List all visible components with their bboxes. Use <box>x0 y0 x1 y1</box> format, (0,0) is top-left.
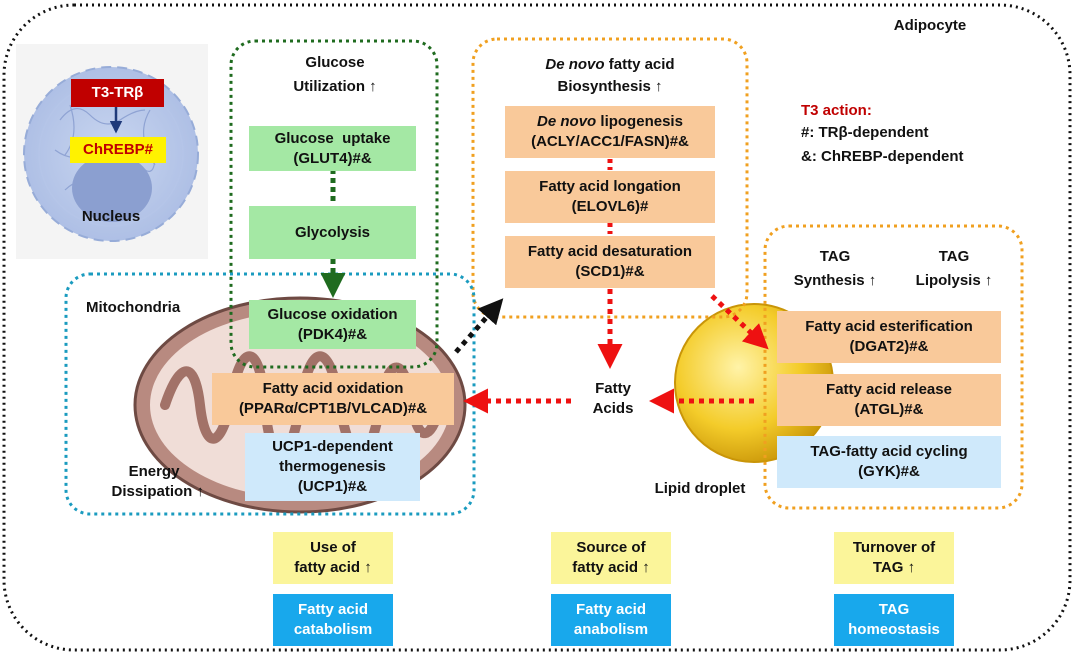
anabolism-line2: anabolism <box>573 621 649 638</box>
desaturation-line1: Fatty acid desaturation <box>527 243 693 260</box>
legend-chrebp: &: ChREBP-dependent <box>801 148 964 165</box>
ucp1-line2: thermogenesis <box>279 458 386 475</box>
tag-lipolysis-line1: TAG <box>938 248 970 265</box>
glucose-title-line2: Utilization ↑ <box>293 78 377 95</box>
energy-line1: Energy <box>128 463 180 480</box>
release-line2: (ATGL)#& <box>854 401 924 418</box>
tag-homeostasis-box: TAG homeostasis <box>834 594 954 646</box>
glycolysis-box: Glycolysis <box>249 206 416 259</box>
glucose-utilization-frame <box>229 39 439 369</box>
tag-fatty-acid-cycling-box: TAG-fatty acid cycling (GYK)#& <box>777 436 1001 488</box>
denovo-lipogenesis-line2: (ACLY/ACC1/FASN)#& <box>531 133 689 150</box>
chrebp-label: ChREBP# <box>82 141 153 158</box>
fatty-acids-line1: Fatty <box>595 380 631 397</box>
denovo-frame <box>471 37 749 319</box>
desaturation-to-esterification-arrow <box>710 294 769 350</box>
legend-trb: #: TRβ-dependent <box>801 124 929 141</box>
anabolism-line1: Fatty acid <box>575 601 647 618</box>
nucleus-label: Nucleus <box>81 208 141 225</box>
turnover-of-tag-box: Turnover of TAG ↑ <box>834 532 954 584</box>
release-line1: Fatty acid release <box>826 381 952 398</box>
denovo-lipogenesis-line1: De novo lipogenesis <box>537 112 683 132</box>
ucp1-thermogenesis-box: UCP1-dependent thermogenesis (UCP1)#& <box>245 433 420 501</box>
ucp1-line3: (UCP1)#& <box>297 478 368 495</box>
cycling-line2: (GYK)#& <box>858 463 920 480</box>
tag-lipolysis-line2: Lipolysis ↑ <box>915 272 993 289</box>
glucose-uptake-box: Glucose uptake (GLUT4)#& <box>249 126 416 171</box>
legend-title: T3 action: <box>801 102 872 119</box>
glucose-utilization-title: Glucose Utilization ↑ <box>262 53 408 97</box>
fatty-acid-longation-box: Fatty acid longation (ELOVL6)# <box>505 171 715 223</box>
denovo-title-line1: De novo fatty acid <box>495 55 725 75</box>
esterification-line2: (DGAT2)#& <box>849 338 929 355</box>
glucose-title-line1: Glucose <box>305 54 365 71</box>
lipogenesis-rest: lipogenesis <box>596 113 683 130</box>
tag-lipolysis-label: TAG Lipolysis ↑ <box>904 247 1004 291</box>
catabolism-line1: Fatty acid <box>297 601 369 618</box>
t3-trb-box <box>71 79 164 107</box>
fatty-acids-label: Fatty Acids <box>573 379 653 419</box>
source-of-fatty-acid-box: Source of fatty acid ↑ <box>551 532 671 584</box>
longation-line1: Fatty acid longation <box>539 178 681 195</box>
esterification-line1: Fatty acid esterification <box>805 318 973 335</box>
fao-line2: (PPARα/CPT1B/VLCAD)#& <box>238 400 428 417</box>
fatty-acid-release-box: Fatty acid release (ATGL)#& <box>777 374 1001 426</box>
nucleolus <box>72 154 152 222</box>
energy-dissipation-frame <box>64 272 476 516</box>
fatty-acid-anabolism-box: Fatty acid anabolism <box>551 594 671 646</box>
homeostasis-line2: homeostasis <box>848 621 940 638</box>
mitochondria-label: Mitochondria <box>86 299 181 316</box>
lipid-droplet-label: Lipid droplet <box>654 480 746 497</box>
desaturation-line2: (SCD1)#& <box>575 263 645 280</box>
catabolism-line2: catabolism <box>293 621 373 638</box>
energy-line2: Dissipation ↑ <box>111 483 204 500</box>
use-of-fatty-acid-box: Use of fatty acid ↑ <box>273 532 393 584</box>
fatty-acid-desaturation-box: Fatty acid desaturation (SCD1)#& <box>505 236 715 288</box>
glucose-oxidation-box: Glucose oxidation (PDK4)#& <box>249 300 416 349</box>
use-line2: fatty acid ↑ <box>294 559 372 576</box>
cycling-line1: TAG-fatty acid cycling <box>810 443 968 460</box>
fao-line1: Fatty acid oxidation <box>262 380 404 397</box>
cell-membrane <box>2 3 1072 652</box>
fatty-acid-catabolism-box: Fatty acid catabolism <box>273 594 393 646</box>
glucose-oxidation-line2: (PDK4)#& <box>297 325 368 343</box>
denovo-title-rest: fatty acid <box>604 56 675 73</box>
tag-synthesis-line2: Synthesis ↑ <box>793 272 877 289</box>
chrebp-box <box>70 137 166 163</box>
mito-to-denovo-arrow <box>454 298 504 354</box>
ucp1-line1: UCP1-dependent <box>272 438 393 455</box>
source-line2: fatty acid ↑ <box>572 559 650 576</box>
energy-dissipation-label: Energy Dissipation ↑ <box>84 462 204 502</box>
t3-trb-label: T3-TRβ <box>91 84 144 101</box>
fatty-acids-line2: Acids <box>592 400 634 417</box>
lipogenesis-italic: De novo <box>537 113 597 130</box>
denovo-title: De novo fatty acid Biosynthesis ↑ <box>495 55 725 97</box>
denovo-title-italic: De novo <box>545 56 605 73</box>
source-line1: Source of <box>576 539 646 556</box>
homeostasis-line1: TAG <box>878 601 910 618</box>
fatty-acid-esterification-box: Fatty acid esterification (DGAT2)#& <box>777 311 1001 363</box>
turnover-line2: TAG ↑ <box>872 559 916 576</box>
denovo-lipogenesis-box: De novo lipogenesis (ACLY/ACC1/FASN)#& <box>505 106 715 158</box>
use-line1: Use of <box>310 539 356 556</box>
turnover-line1: Turnover of <box>852 539 936 556</box>
adipocyte-label: Adipocyte <box>893 17 967 34</box>
glucose-uptake-line2: (GLUT4)#& <box>293 149 372 167</box>
fatty-acid-oxidation-box: Fatty acid oxidation (PPARα/CPT1B/VLCAD)… <box>212 373 454 425</box>
tag-synthesis-line1: TAG <box>819 248 851 265</box>
glucose-oxidation-line1: Glucose oxidation <box>267 305 398 323</box>
denovo-title-line2: Biosynthesis ↑ <box>557 78 663 95</box>
glucose-uptake-line1: Glucose uptake <box>274 129 391 147</box>
longation-line2: (ELOVL6)# <box>571 198 649 215</box>
tag-synthesis-label: TAG Synthesis ↑ <box>785 247 885 291</box>
